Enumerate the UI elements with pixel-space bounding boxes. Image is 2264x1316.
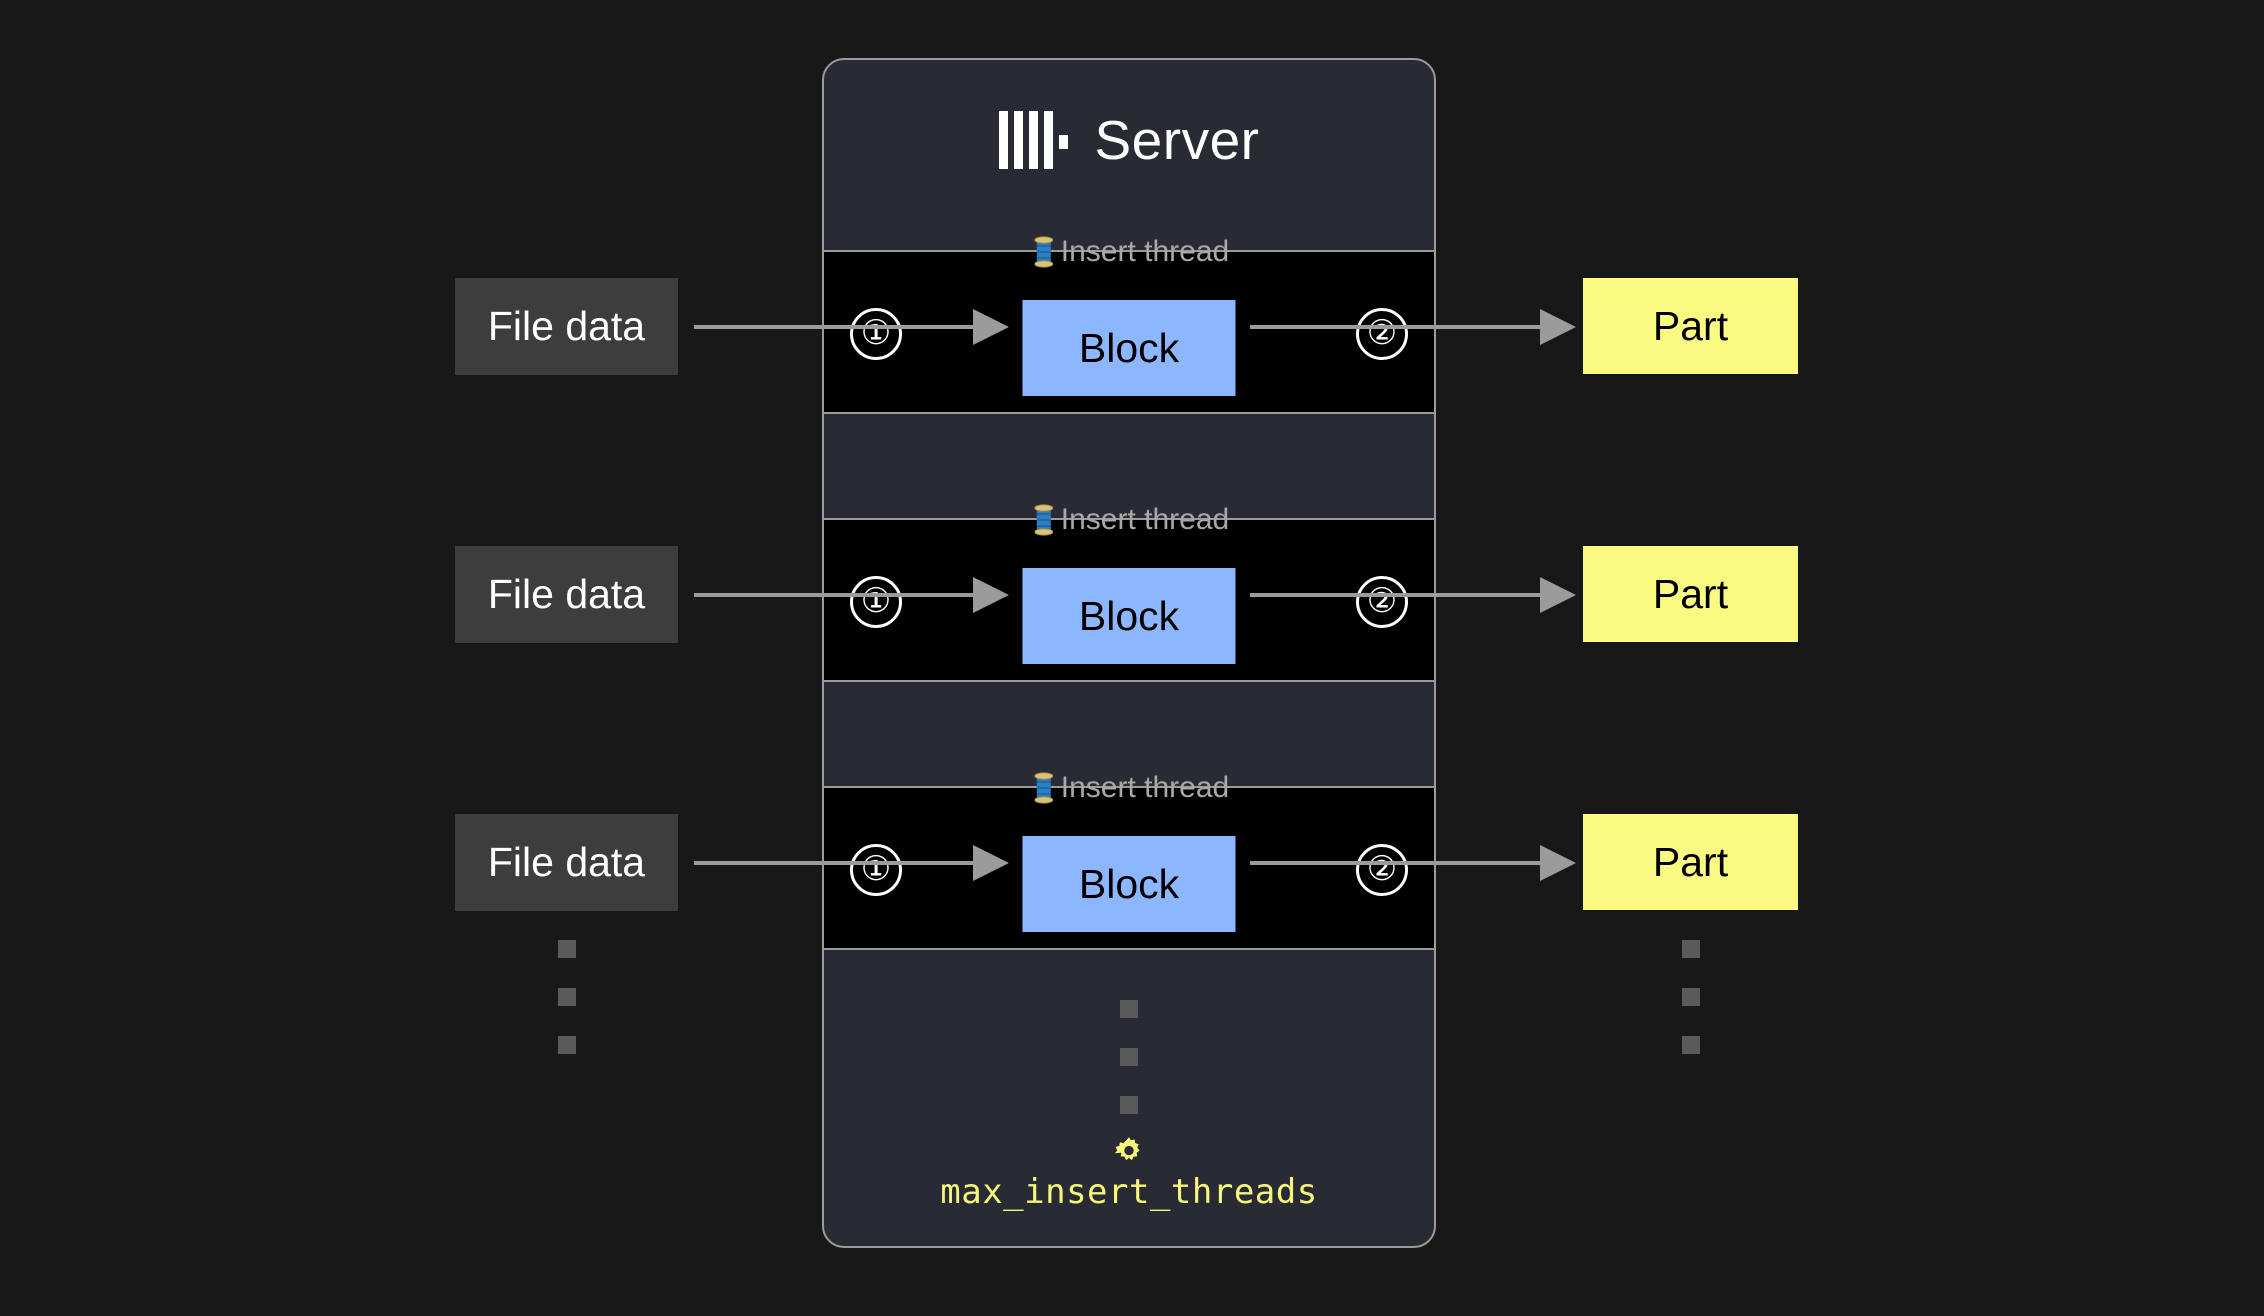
- block-box-2: Block: [1022, 568, 1236, 664]
- file-data-label: File data: [487, 571, 646, 617]
- setting-group: max_insert_threads: [824, 1135, 1434, 1209]
- server-panel: Server ① ② ① ② ① ② Block Block Block: [822, 58, 1436, 1248]
- ellipsis-square: [1682, 1036, 1700, 1054]
- server-header: Server: [824, 60, 1434, 220]
- insert-thread-label-1: Insert thread: [1027, 235, 1231, 269]
- ellipsis-square: [558, 940, 576, 958]
- step-number-out-3: ②: [1356, 844, 1408, 896]
- part-label: Part: [1652, 570, 1729, 617]
- block-box-3: Block: [1022, 836, 1236, 932]
- ellipsis-square: [1682, 988, 1700, 1006]
- insert-thread-text: Insert thread: [1060, 771, 1230, 804]
- clickhouse-logo-icon: [998, 111, 1068, 169]
- file-data-box-2: File data: [455, 546, 678, 643]
- gear-icon: [1114, 1137, 1140, 1161]
- insert-thread-label-3: Insert thread: [1027, 771, 1231, 805]
- setting-name: max_insert_threads: [940, 1172, 1318, 1212]
- step-number-out-1: ②: [1356, 308, 1408, 360]
- step-number-out-2: ②: [1356, 576, 1408, 628]
- server-title: Server: [1094, 108, 1260, 171]
- block-label: Block: [1078, 860, 1180, 907]
- part-label: Part: [1652, 838, 1729, 885]
- ellipsis-left: [558, 940, 576, 1054]
- step-number-in-1: ①: [850, 308, 902, 360]
- thread-spool-icon: [1034, 772, 1054, 804]
- thread-spool-icon: [1034, 236, 1054, 268]
- thread-spool-icon: [1034, 504, 1054, 536]
- insert-thread-label-2: Insert thread: [1027, 503, 1231, 537]
- ellipsis-center: [1120, 1000, 1138, 1114]
- file-data-label: File data: [487, 303, 646, 349]
- insert-thread-text: Insert thread: [1060, 503, 1230, 536]
- ellipsis-square: [558, 988, 576, 1006]
- ellipsis-square: [1120, 1096, 1138, 1114]
- block-label: Block: [1078, 324, 1180, 371]
- ellipsis-square: [558, 1036, 576, 1054]
- ellipsis-square: [1120, 1048, 1138, 1066]
- part-box-1: Part: [1583, 278, 1798, 374]
- block-label: Block: [1078, 592, 1180, 639]
- step-number-in-3: ①: [850, 844, 902, 896]
- file-data-box-1: File data: [455, 278, 678, 375]
- step-number-in-2: ①: [850, 576, 902, 628]
- part-box-3: Part: [1583, 814, 1798, 910]
- block-box-1: Block: [1022, 300, 1236, 396]
- ellipsis-right: [1682, 940, 1700, 1054]
- ellipsis-square: [1120, 1000, 1138, 1018]
- part-label: Part: [1652, 302, 1729, 349]
- insert-thread-text: Insert thread: [1060, 235, 1230, 268]
- ellipsis-square: [1682, 940, 1700, 958]
- part-box-2: Part: [1583, 546, 1798, 642]
- file-data-box-3: File data: [455, 814, 678, 911]
- file-data-label: File data: [487, 839, 646, 885]
